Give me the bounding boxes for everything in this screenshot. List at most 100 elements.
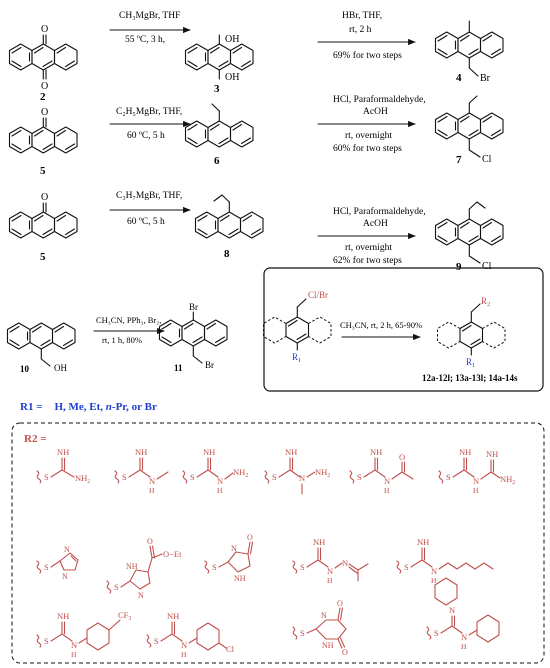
s-atom: S bbox=[190, 472, 195, 482]
r2-methylisothiourea: S NH N H bbox=[114, 447, 169, 495]
nh-atom: N bbox=[62, 572, 68, 581]
r2-chlorophenyl: S NH N H Cl bbox=[146, 611, 235, 659]
ethylanthracene-6: 6 bbox=[184, 103, 254, 167]
r1-label: R1 bbox=[292, 352, 301, 364]
chloride-7: Cl 7 bbox=[434, 95, 504, 166]
n-atom: N bbox=[461, 632, 467, 642]
nh-atom: NH bbox=[234, 574, 246, 583]
nh2-atom: NH2 bbox=[315, 467, 330, 479]
n-atom: N bbox=[299, 473, 305, 483]
anthrone-5: O 5 bbox=[8, 107, 78, 177]
dibromide-11: Br Br 11 bbox=[158, 302, 228, 373]
r2-imidazolyl: S N N bbox=[36, 545, 79, 581]
h-atom: H bbox=[431, 576, 437, 585]
n-atom: N bbox=[231, 544, 237, 553]
nh2-atom: NH2 bbox=[500, 474, 515, 486]
compound-label-4: 4 bbox=[456, 72, 462, 84]
r2-imidazolone: S O N NH bbox=[204, 533, 254, 583]
scheme-4: OH 10 CH₃CN, PPh₃, Br₂, rt, 1 h, 80% Br … bbox=[6, 302, 228, 374]
conditions-hbr: rt, 2 h bbox=[349, 25, 372, 35]
r2-label: R2 bbox=[481, 296, 490, 308]
n-atom: N bbox=[181, 640, 187, 650]
n-atom: N bbox=[384, 476, 390, 486]
oh-group: OH bbox=[54, 363, 67, 373]
r2-hydrazone: S NH N H N bbox=[292, 537, 369, 585]
n-atom: N bbox=[449, 605, 455, 615]
reagent-acoh: AcOH bbox=[363, 107, 388, 117]
scheme-2: O 5 C₂H₅MgBr, THF, 60 ºC, 5 h 6 HCl, Par… bbox=[8, 94, 504, 177]
h-atom: H bbox=[473, 486, 479, 495]
n-atom: N bbox=[138, 591, 144, 600]
s-atom: S bbox=[300, 562, 305, 572]
cf3-group: CF3 bbox=[118, 610, 131, 622]
r2-methylhydrazine: S NH N NH2 bbox=[264, 447, 330, 495]
reagent-ppb3: CH₃CN, PPh₃, Br₂, bbox=[96, 315, 161, 325]
nh-atom: NH bbox=[57, 447, 69, 457]
reagent-grignard-3: C₃H₇MgBr, THF, bbox=[116, 191, 182, 201]
o-atom: O bbox=[399, 452, 405, 462]
anthrone-5b: O 5 bbox=[8, 192, 78, 263]
general-reaction: Cl/Br R1 CH₃CN, rt, 2 h, 65-90% R2 R1 12… bbox=[262, 290, 518, 383]
nh-atom: NH bbox=[126, 562, 138, 571]
s-atom: S bbox=[114, 582, 119, 592]
n-atom: N bbox=[431, 566, 437, 576]
reagent-acoh: AcOH bbox=[363, 219, 388, 229]
r2-panel bbox=[11, 422, 545, 664]
reagent-hcl: HCl, Paraformaldehyde, bbox=[333, 94, 426, 105]
oet-group: O−Et bbox=[163, 549, 182, 559]
h-atom: H bbox=[461, 642, 467, 651]
s-atom: S bbox=[434, 628, 439, 638]
conditions-hcl: rt, overnight bbox=[345, 131, 392, 141]
o-atom: O bbox=[41, 81, 48, 92]
compound-label-8: 8 bbox=[224, 248, 230, 260]
h-atom: H bbox=[71, 650, 77, 659]
r2-isothiourea: S NH NH2 bbox=[36, 447, 90, 485]
h-atom: H bbox=[217, 486, 223, 495]
nh2-atom: NH2 bbox=[233, 467, 248, 479]
h-atom: H bbox=[384, 486, 390, 495]
halide-cl: Cl bbox=[482, 261, 492, 272]
compound-label-10: 10 bbox=[20, 364, 30, 374]
reagent-grignard-1: CH₃MgBr, THF bbox=[119, 11, 180, 21]
s-atom: S bbox=[404, 562, 409, 572]
conditions-hcl: rt, overnight bbox=[345, 243, 392, 253]
nh-atom: NH bbox=[370, 447, 382, 457]
nh-atom: NH bbox=[167, 611, 179, 621]
scheme-3: O 5 C₃H₇MgBr, THF, 60 ºC, 5 h 8 HCl, Par… bbox=[8, 191, 504, 273]
r2-pyrimidinedione: S N NH O O bbox=[292, 599, 348, 657]
conditions-bromination: rt, 1 h, 80% bbox=[102, 335, 142, 345]
r2-amidinothio-hydrazine: S NH N H NH2 bbox=[182, 447, 248, 495]
s-atom: S bbox=[300, 628, 305, 638]
r2-imidazole-ester: S NH N O O−Et bbox=[106, 537, 182, 600]
s-atom: S bbox=[44, 472, 49, 482]
n-atom: N bbox=[64, 545, 70, 554]
propylanthracene-8: 8 bbox=[194, 194, 264, 260]
product-series: 12a-12l; 13a-13l; 14a-14s bbox=[422, 373, 518, 383]
r2-cf3-phenyl: S NH N H CF3 bbox=[36, 610, 131, 659]
halide-label: Cl/Br bbox=[308, 290, 328, 300]
nh-atom: NH bbox=[459, 447, 471, 457]
compound-label-7: 7 bbox=[456, 154, 462, 166]
cl-atom: Cl bbox=[226, 644, 235, 654]
halide-cl: Cl bbox=[482, 154, 492, 165]
nh-atom: NH bbox=[135, 447, 147, 457]
halide-br: Br bbox=[205, 360, 214, 370]
conditions-2: 60 ºC, 5 h bbox=[127, 131, 165, 141]
nh2-atom: NH2 bbox=[75, 473, 90, 485]
r1-label: R1 bbox=[466, 357, 475, 369]
compound-label-11: 11 bbox=[174, 363, 183, 373]
n-atom: N bbox=[342, 558, 348, 568]
r1-definition: R1 =H, Me, Et, n-Pr, or Br bbox=[20, 401, 157, 413]
n-atom: N bbox=[327, 566, 333, 576]
h-atom: H bbox=[181, 650, 187, 659]
yield-3: 62% for two steps bbox=[333, 255, 402, 266]
n-atom: N bbox=[149, 476, 155, 486]
general-substrate: Cl/Br R1 bbox=[262, 290, 332, 364]
general-conditions: CH₃CN, rt, 2 h, 65-90% bbox=[340, 320, 422, 330]
conditions-3: 60 ºC, 5 h bbox=[127, 217, 165, 227]
nh-atom: NH bbox=[203, 447, 215, 457]
nh-atom: NH bbox=[417, 537, 429, 547]
r2-acetylisothiourea: S NH N H O bbox=[349, 447, 414, 495]
o-atom: O bbox=[247, 533, 253, 542]
